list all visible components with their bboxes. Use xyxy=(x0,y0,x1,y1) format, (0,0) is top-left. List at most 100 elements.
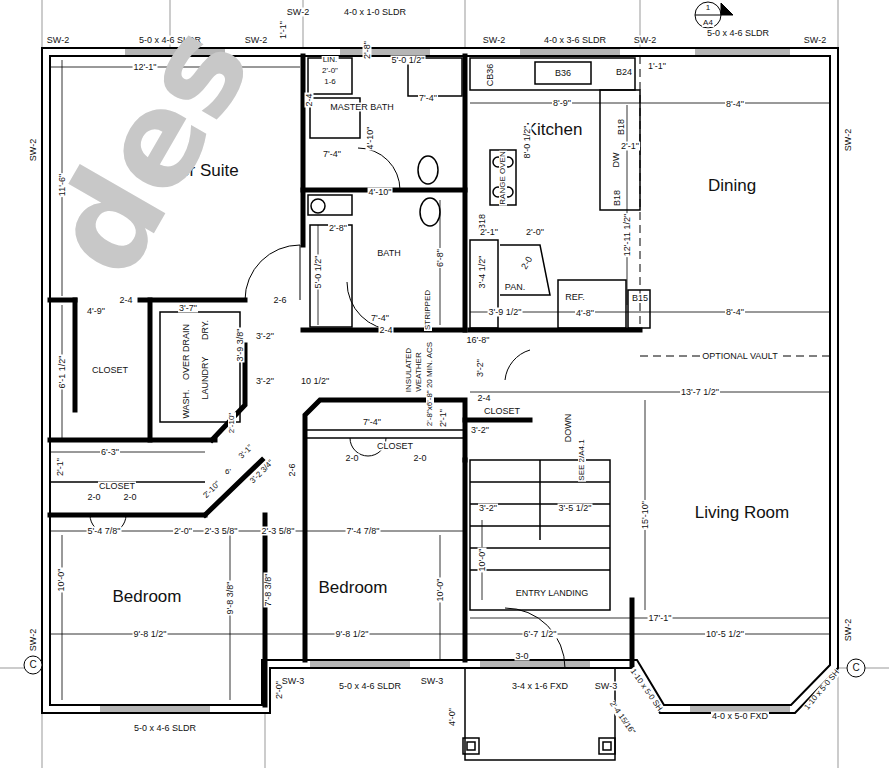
plan-label: RANGE OVEN xyxy=(499,150,507,205)
plan-label: A4 xyxy=(702,19,714,27)
plan-label: 10'-0" xyxy=(57,568,66,593)
plan-label: 7'-4" xyxy=(322,150,342,159)
plan-label: SEE 2/A4.1 xyxy=(578,438,586,481)
plan-label: 4'-0" xyxy=(448,707,457,727)
plan-label: 8'-0 1/2" xyxy=(523,125,532,160)
room-name: Kitchen xyxy=(525,121,584,138)
plan-label: 3'-4 1/2" xyxy=(478,255,487,290)
plan-label: 6'-3" xyxy=(100,448,120,457)
plan-label: 2-0 xyxy=(412,454,427,463)
plan-label: 3-0 xyxy=(514,652,529,661)
plan-label: CLOSET xyxy=(483,407,521,416)
plan-label: 7'-4 7/8" xyxy=(346,527,381,536)
room-name: Bedroom xyxy=(112,588,183,605)
plan-label: 7'-4" xyxy=(362,418,382,427)
plan-label: 12'-11 1/2" xyxy=(623,213,632,257)
plan-label: CLOSET xyxy=(98,482,136,491)
plan-label: 1'-1" xyxy=(279,20,288,40)
plan-label: 2'-1" xyxy=(479,228,499,237)
plan-label: SW-3 xyxy=(594,682,618,691)
plan-label: SW-2 xyxy=(803,36,827,45)
plan-label: 5'-4 7/8" xyxy=(87,527,122,536)
plan-label: 2'-1" xyxy=(439,408,448,428)
plan-label: 4-0 x 5-0 FXD xyxy=(711,712,769,721)
plan-label: 8'-9" xyxy=(552,99,572,108)
plan-label: C xyxy=(851,663,860,673)
room-name: Living Room xyxy=(694,504,791,521)
plan-label: STRIPPED xyxy=(424,289,432,331)
plan-label: SW-2 xyxy=(46,36,70,45)
plan-label: INSULATED xyxy=(405,347,413,393)
plan-label: 2-0 xyxy=(122,493,137,502)
plan-label: 2'-0" xyxy=(173,527,193,536)
plan-label: SW-2 xyxy=(29,628,38,652)
plan-label: SW-2 xyxy=(482,36,506,45)
plan-label: 9'-8 3/8" xyxy=(226,581,235,616)
plan-label: 10'-0" xyxy=(478,548,487,573)
plan-label: 6'-8" xyxy=(436,248,445,268)
plan-label: 2'-8" xyxy=(363,40,372,60)
plan-label: 8'-4" xyxy=(725,100,745,109)
plan-label: SW-2 xyxy=(286,8,310,17)
plan-label: SW-3 xyxy=(420,677,444,686)
plan-label: DRY. xyxy=(201,319,210,341)
plan-label: LAUNDRY xyxy=(201,356,210,401)
plan-label: 2'-8" xyxy=(328,224,348,233)
plan-label: 10'-5 1/2" xyxy=(705,630,745,639)
plan-label: 4'-10" xyxy=(368,188,393,197)
plan-label: BATH xyxy=(376,249,401,258)
plan-label: 2-4 xyxy=(118,296,133,305)
plan-label: 15'-10" xyxy=(641,500,650,530)
plan-label: 9'-8 1/2" xyxy=(133,630,168,639)
plan-label: 2-6 xyxy=(288,462,297,477)
plan-label: SW-2 xyxy=(244,36,268,45)
plan-label: 2'-10" xyxy=(228,412,236,434)
plan-label: B24 xyxy=(615,68,633,77)
plan-label: 9'-8 1/2" xyxy=(335,630,370,639)
plan-label: REF. xyxy=(564,293,586,302)
plan-label: 4-0 x 1-0 SLDR xyxy=(343,8,407,17)
plan-label: 3'-7" xyxy=(178,304,198,313)
plan-label: 7'-4" xyxy=(418,94,438,103)
plan-label: 1-6 xyxy=(323,78,337,86)
room-name: Dining xyxy=(707,177,757,194)
plan-label: 7'-8 3/8" xyxy=(264,573,273,608)
plan-label: 2'-1" xyxy=(56,457,65,477)
plan-label: SW-2 xyxy=(29,138,38,162)
plan-label: 10 1/2" xyxy=(300,377,330,386)
plan-label: SW-3 xyxy=(281,677,305,686)
plan-label: ENTRY LANDING xyxy=(515,589,590,598)
plan-label: SW-2 xyxy=(844,618,853,642)
plan-label: C xyxy=(28,660,37,670)
plan-label: 3-4 x 1-6 FXD xyxy=(511,682,569,691)
plan-label: OPTIONAL VAULT xyxy=(701,352,778,361)
plan-label: 2'-0" xyxy=(321,67,339,75)
plan-label: 3'-2" xyxy=(476,358,485,378)
plan-label: 1'-1" xyxy=(647,62,667,71)
plan-label: 6'-1 1/2" xyxy=(58,355,67,390)
plan-label: 2-4 xyxy=(305,92,314,107)
plan-label: 1 xyxy=(705,4,711,12)
plan-label: 2'-3 5/8" xyxy=(204,527,239,536)
plan-label: 4'-9" xyxy=(86,307,106,316)
plan-label: CLOSET xyxy=(91,366,129,375)
plan-label: 5-0 x 4-6 SLDR xyxy=(706,29,770,38)
plan-label: 13'-7 1/2" xyxy=(680,388,720,397)
plan-label: 8'-4" xyxy=(725,308,745,317)
plan-label: 3'-2" xyxy=(478,504,498,513)
plan-label: 6' xyxy=(224,468,232,476)
plan-label: 2'-1" xyxy=(620,142,640,151)
plan-label: 2'-0" xyxy=(525,228,545,237)
plan-label: WASH. xyxy=(182,388,191,419)
plan-label: 7'-4" xyxy=(370,314,390,323)
plan-label: 2-4 xyxy=(378,326,393,335)
plan-label: 4'-8" xyxy=(575,309,595,318)
plan-label: WEATHER xyxy=(415,351,423,392)
plan-label: 3'-2" xyxy=(255,332,275,341)
plan-label: CLOSET xyxy=(376,442,414,451)
plan-label: B18 xyxy=(613,189,622,207)
plan-label: 5'-0 1/2" xyxy=(391,56,426,65)
plan-label: 2-0 xyxy=(344,454,359,463)
plan-label: 5-0 x 4-6 SLDR xyxy=(338,682,402,691)
plan-label: 2-0 xyxy=(86,493,101,502)
